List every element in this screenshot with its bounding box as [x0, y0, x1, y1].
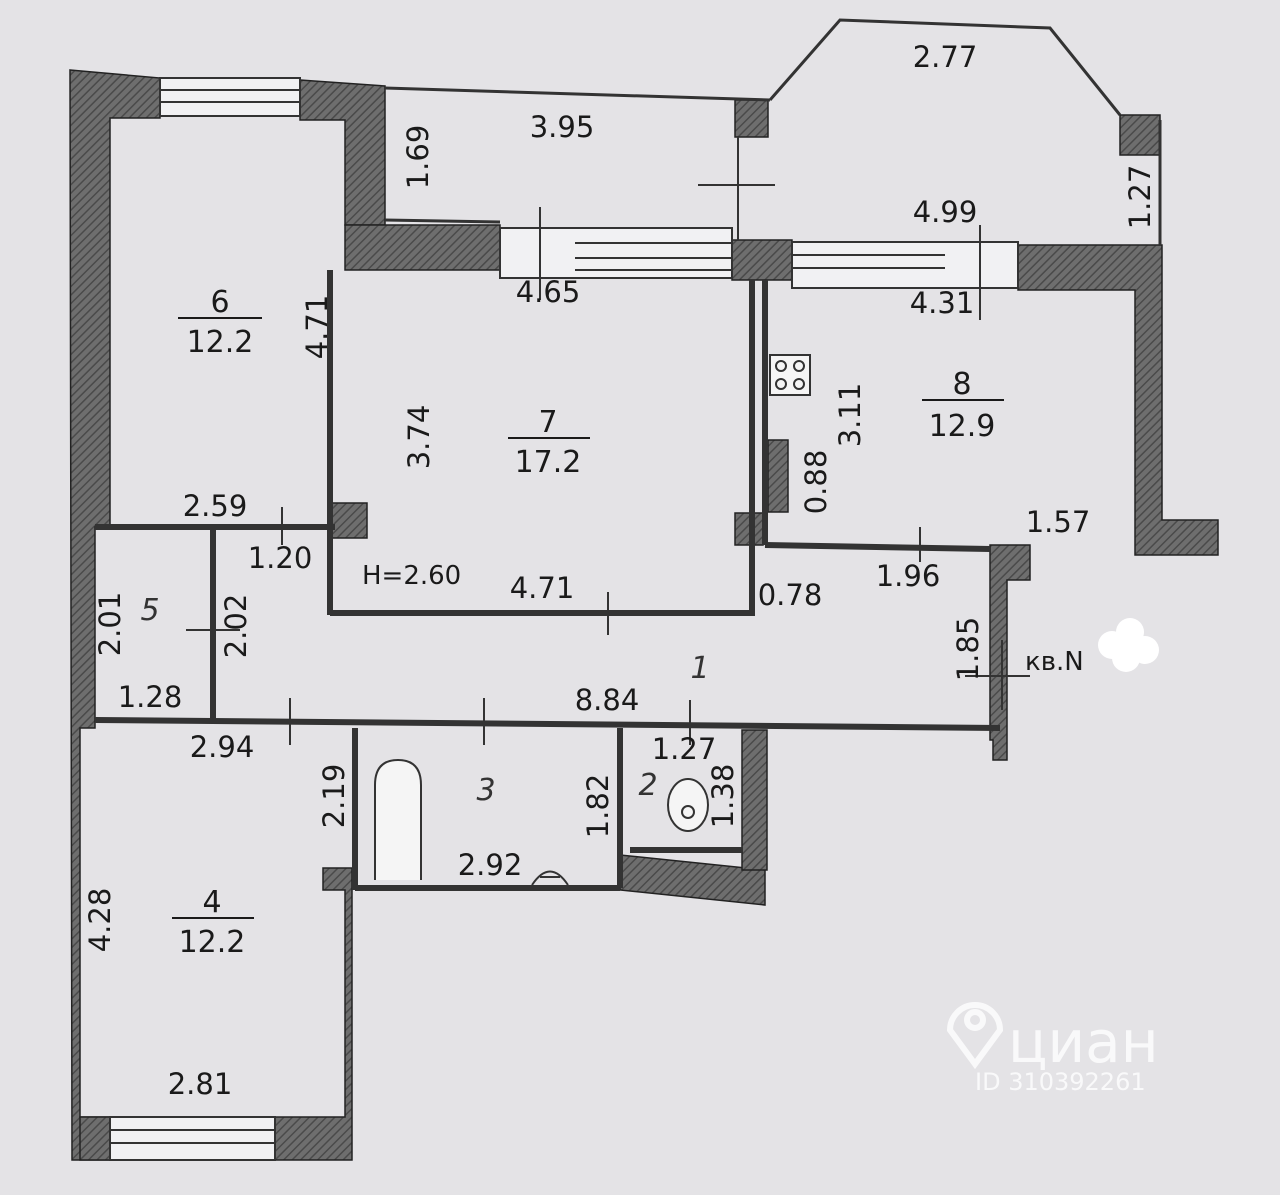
room-8-number: 8 — [952, 367, 971, 402]
drain-icon — [531, 870, 569, 886]
dim-room8-top: 4.31 — [910, 286, 975, 320]
dim-bay-top: 2.77 — [913, 40, 978, 74]
bathtub-icon — [374, 758, 422, 880]
room-5-number: 5 — [140, 593, 159, 628]
apartment-label: кв.N — [1025, 647, 1084, 677]
watermark-id: ID 310392261 — [975, 1068, 1146, 1096]
dim-room7-height: 3.74 — [402, 405, 436, 470]
dim-hall-width: 1.96 — [876, 559, 941, 593]
redaction-blot — [1098, 618, 1159, 672]
dim-bay-depth: 1.27 — [1123, 165, 1157, 230]
dim-room6-width: 2.59 — [183, 489, 248, 523]
dim-wc-height: 1.38 — [706, 764, 740, 829]
dim-kitchen-niche: 0.88 — [799, 450, 833, 515]
dim-passage: 0.78 — [758, 578, 823, 612]
dim-room4-bottom: 2.81 — [168, 1067, 233, 1101]
dim-room4-door: 2.19 — [317, 764, 351, 829]
toilet-icon — [667, 778, 709, 832]
dim-balcony-left-depth: 1.69 — [401, 125, 435, 190]
dim-room8-height: 3.11 — [833, 383, 867, 448]
balcony-outline — [384, 18, 1162, 245]
dim-closet-door: 1.20 — [248, 541, 313, 575]
stove-icon — [769, 354, 811, 396]
room-6-area: 12.2 — [187, 325, 254, 360]
dim-room4-height: 4.28 — [83, 888, 117, 953]
dim-bath-width: 2.92 — [458, 848, 523, 882]
room-7-area: 17.2 — [515, 445, 582, 480]
dim-room4-top: 2.94 — [190, 730, 255, 764]
dim-room7-top: 4.65 — [516, 275, 581, 309]
dim-balcony-right-width: 4.99 — [913, 195, 978, 229]
dim-corridor-length: 8.84 — [575, 683, 640, 717]
dim-room7-bottom: 4.71 — [510, 571, 575, 605]
dim-closet-width: 1.28 — [118, 680, 183, 714]
room-3-number: 3 — [476, 773, 495, 808]
watermark-brand: циан — [1008, 1008, 1159, 1076]
dim-room8-bottom-right: 1.57 — [1026, 505, 1091, 539]
room-4-number: 4 — [202, 885, 221, 920]
room-8-area: 12.9 — [929, 409, 996, 444]
dim-room6-height: 4.71 — [300, 295, 334, 360]
room-7-number: 7 — [538, 405, 557, 440]
dim-entrance: 1.85 — [951, 617, 985, 682]
interior-walls — [94, 270, 1001, 891]
watermark-logo: циан ID 310392261 — [946, 1002, 1159, 1096]
room-6-number: 6 — [210, 285, 229, 320]
dim-closet-height-left: 2.01 — [93, 592, 127, 657]
location-pin-icon — [946, 1002, 1004, 1070]
dim-closet-height-right: 2.02 — [219, 594, 253, 659]
dim-balcony-left-width: 3.95 — [530, 110, 595, 144]
room-4-area: 12.2 — [179, 925, 246, 960]
door-markers — [186, 137, 1030, 745]
ceiling-height: H=2.60 — [362, 561, 461, 591]
dim-wc-width: 1.27 — [652, 732, 717, 766]
room-2-number: 2 — [638, 768, 657, 803]
walls — [69, 69, 1219, 1161]
room-1-number: 1 — [690, 651, 709, 686]
dim-bath-height: 1.82 — [581, 774, 615, 839]
